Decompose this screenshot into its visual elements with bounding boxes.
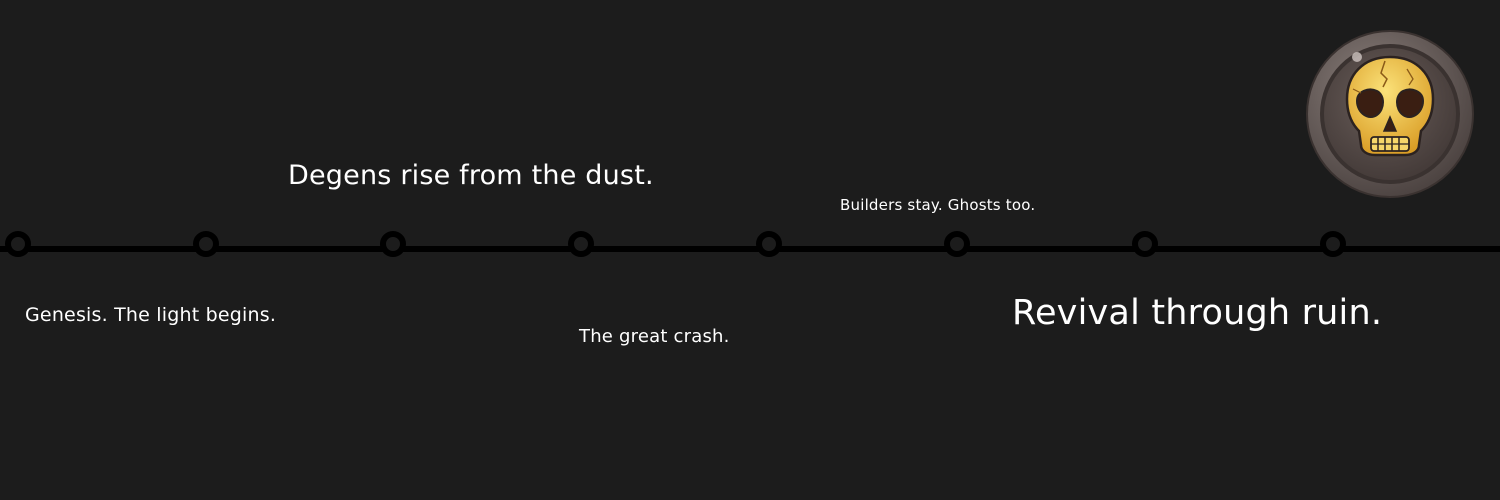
caption-degens: Degens rise from the dust. [288,160,654,191]
caption-genesis: Genesis. The light begins. [25,304,277,326]
timeline-node [944,231,970,257]
caption-crash: The great crash. [579,326,730,347]
caption-builders: Builders stay. Ghosts too. [840,196,1036,214]
timeline-node [380,231,406,257]
timeline-line [0,246,1500,252]
caption-revival: Revival through ruin. [1012,293,1383,333]
timeline-node [1132,231,1158,257]
timeline-node [5,231,31,257]
timeline-node [568,231,594,257]
timeline-node [756,231,782,257]
timeline-node [1320,231,1346,257]
timeline-node [193,231,219,257]
skull-coin-icon [1305,29,1475,199]
